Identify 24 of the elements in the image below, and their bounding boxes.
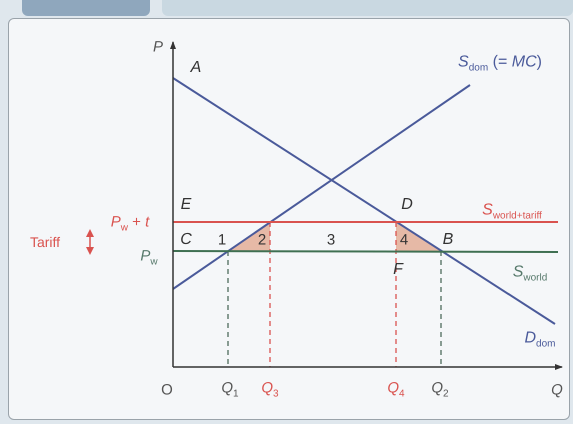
axis-annotation: Tariff xyxy=(30,235,60,249)
point-label: A xyxy=(190,60,202,76)
axis-label: Q$_{2}$ xyxy=(431,380,449,400)
axis-label: Q xyxy=(551,382,563,398)
area-number: 4 xyxy=(400,232,408,248)
point-label: D xyxy=(401,197,413,213)
point-label: C xyxy=(180,232,192,248)
area-number: 3 xyxy=(326,232,336,248)
axis-label: Q$_{3}$ xyxy=(261,380,279,400)
axis-label: O xyxy=(161,382,173,398)
axis-label: P xyxy=(153,40,163,54)
area-number: 1 xyxy=(218,232,226,248)
curve-label: S$_{dom}$ (= MC) xyxy=(458,54,542,74)
point-label: E xyxy=(180,197,192,213)
point-label: F xyxy=(393,262,403,278)
axis-label: P$_{w}$ xyxy=(140,248,158,268)
axis-label: P$_{w}$ + t xyxy=(110,214,150,234)
axis-label: Q$_{4}$ xyxy=(387,380,405,400)
curve-label: S$_{world+tariff}$ xyxy=(482,202,542,222)
curve-label: D$_{dom}$ xyxy=(524,330,556,350)
axis-label: Q$_{1}$ xyxy=(221,380,239,400)
curve-label: S$_{world}$ xyxy=(512,264,548,284)
point-label: B xyxy=(442,232,454,248)
area-number: 2 xyxy=(258,232,266,248)
